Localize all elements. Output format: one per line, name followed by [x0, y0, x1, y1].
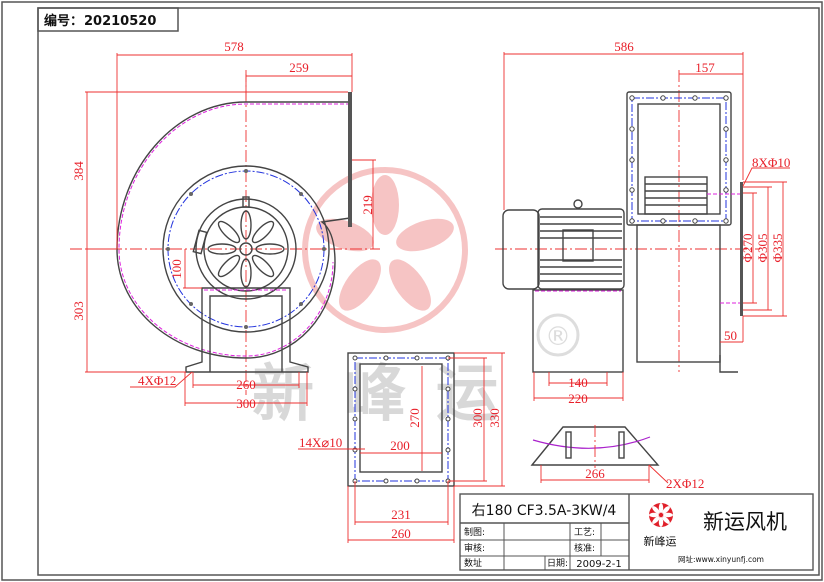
dim-266: 266	[585, 466, 605, 481]
company-website: 网址:www.xinyunfj.com	[678, 554, 764, 564]
dim-330-flange: 330	[487, 408, 502, 428]
dim-50: 50	[724, 328, 737, 343]
dim-259: 259	[289, 60, 309, 75]
inner-frame	[37, 7, 820, 576]
watermark-logo: ® 新峰运	[252, 167, 580, 430]
outlet-flange-view	[298, 352, 505, 543]
drawing-number: 20210520	[84, 14, 156, 29]
watermark-registered-mark: ®	[545, 322, 571, 352]
logo-text: 新峰运	[644, 534, 677, 548]
dim-578: 578	[224, 39, 244, 54]
dim-foot-detail-holes: 2XΦ12	[666, 476, 704, 491]
terminal-box	[562, 229, 594, 262]
dim-d335: Φ335	[770, 233, 785, 262]
dim-d305: Φ305	[755, 233, 770, 262]
watermark-text: 新峰运	[252, 357, 528, 430]
dim-foot-holes: 4XΦ12	[138, 373, 176, 388]
motor-base	[532, 289, 624, 373]
label-process: 工艺:	[574, 527, 595, 538]
dim-220: 220	[568, 391, 588, 406]
header-label: 编号：	[44, 13, 83, 29]
dim-586: 586	[614, 39, 634, 54]
dim-157: 157	[695, 60, 715, 75]
label-drawn-by: 制图:	[464, 526, 485, 538]
dim-270-flange: 270	[407, 408, 422, 428]
motor-body	[537, 208, 625, 290]
fan-housing-side	[636, 224, 721, 363]
company-logo	[649, 503, 673, 527]
dim-140: 140	[568, 375, 588, 390]
company-name: 新运风机	[703, 510, 787, 534]
dim-303: 303	[71, 301, 86, 321]
dim-inlet-holes: 8XΦ10	[752, 155, 790, 170]
label-checked-by: 审核:	[464, 542, 485, 554]
date-value: 2009-2-1	[576, 559, 621, 570]
label-date: 日期:	[547, 558, 568, 569]
dim-200-flange: 200	[390, 438, 410, 453]
model-number: 右180 CF3.5A-3KW/4	[472, 503, 617, 519]
label-quantity: 数址	[464, 557, 482, 569]
front-view	[70, 53, 380, 406]
dim-300-front: 300	[236, 396, 256, 411]
motor-fan-cover	[207, 210, 285, 288]
dim-219: 219	[360, 195, 375, 215]
lifting-eye	[573, 199, 583, 209]
dim-300-flange: 300	[470, 408, 485, 428]
side-view	[495, 52, 790, 401]
dim-flange-holes: 14X⌀10	[299, 435, 342, 450]
dim-100: 100	[169, 259, 184, 279]
outlet-flange-edge	[348, 92, 352, 227]
foot-detail-view	[530, 425, 669, 484]
label-approved: 核准:	[574, 542, 595, 554]
dim-231-flange: 231	[391, 507, 411, 522]
dim-260-flange: 260	[391, 526, 411, 541]
motor-end-cap	[502, 209, 540, 290]
dim-384: 384	[71, 161, 86, 181]
header-box	[37, 7, 179, 32]
dim-260-front: 260	[236, 377, 256, 392]
title-block	[459, 493, 814, 571]
dim-d270: Φ270	[740, 233, 755, 262]
